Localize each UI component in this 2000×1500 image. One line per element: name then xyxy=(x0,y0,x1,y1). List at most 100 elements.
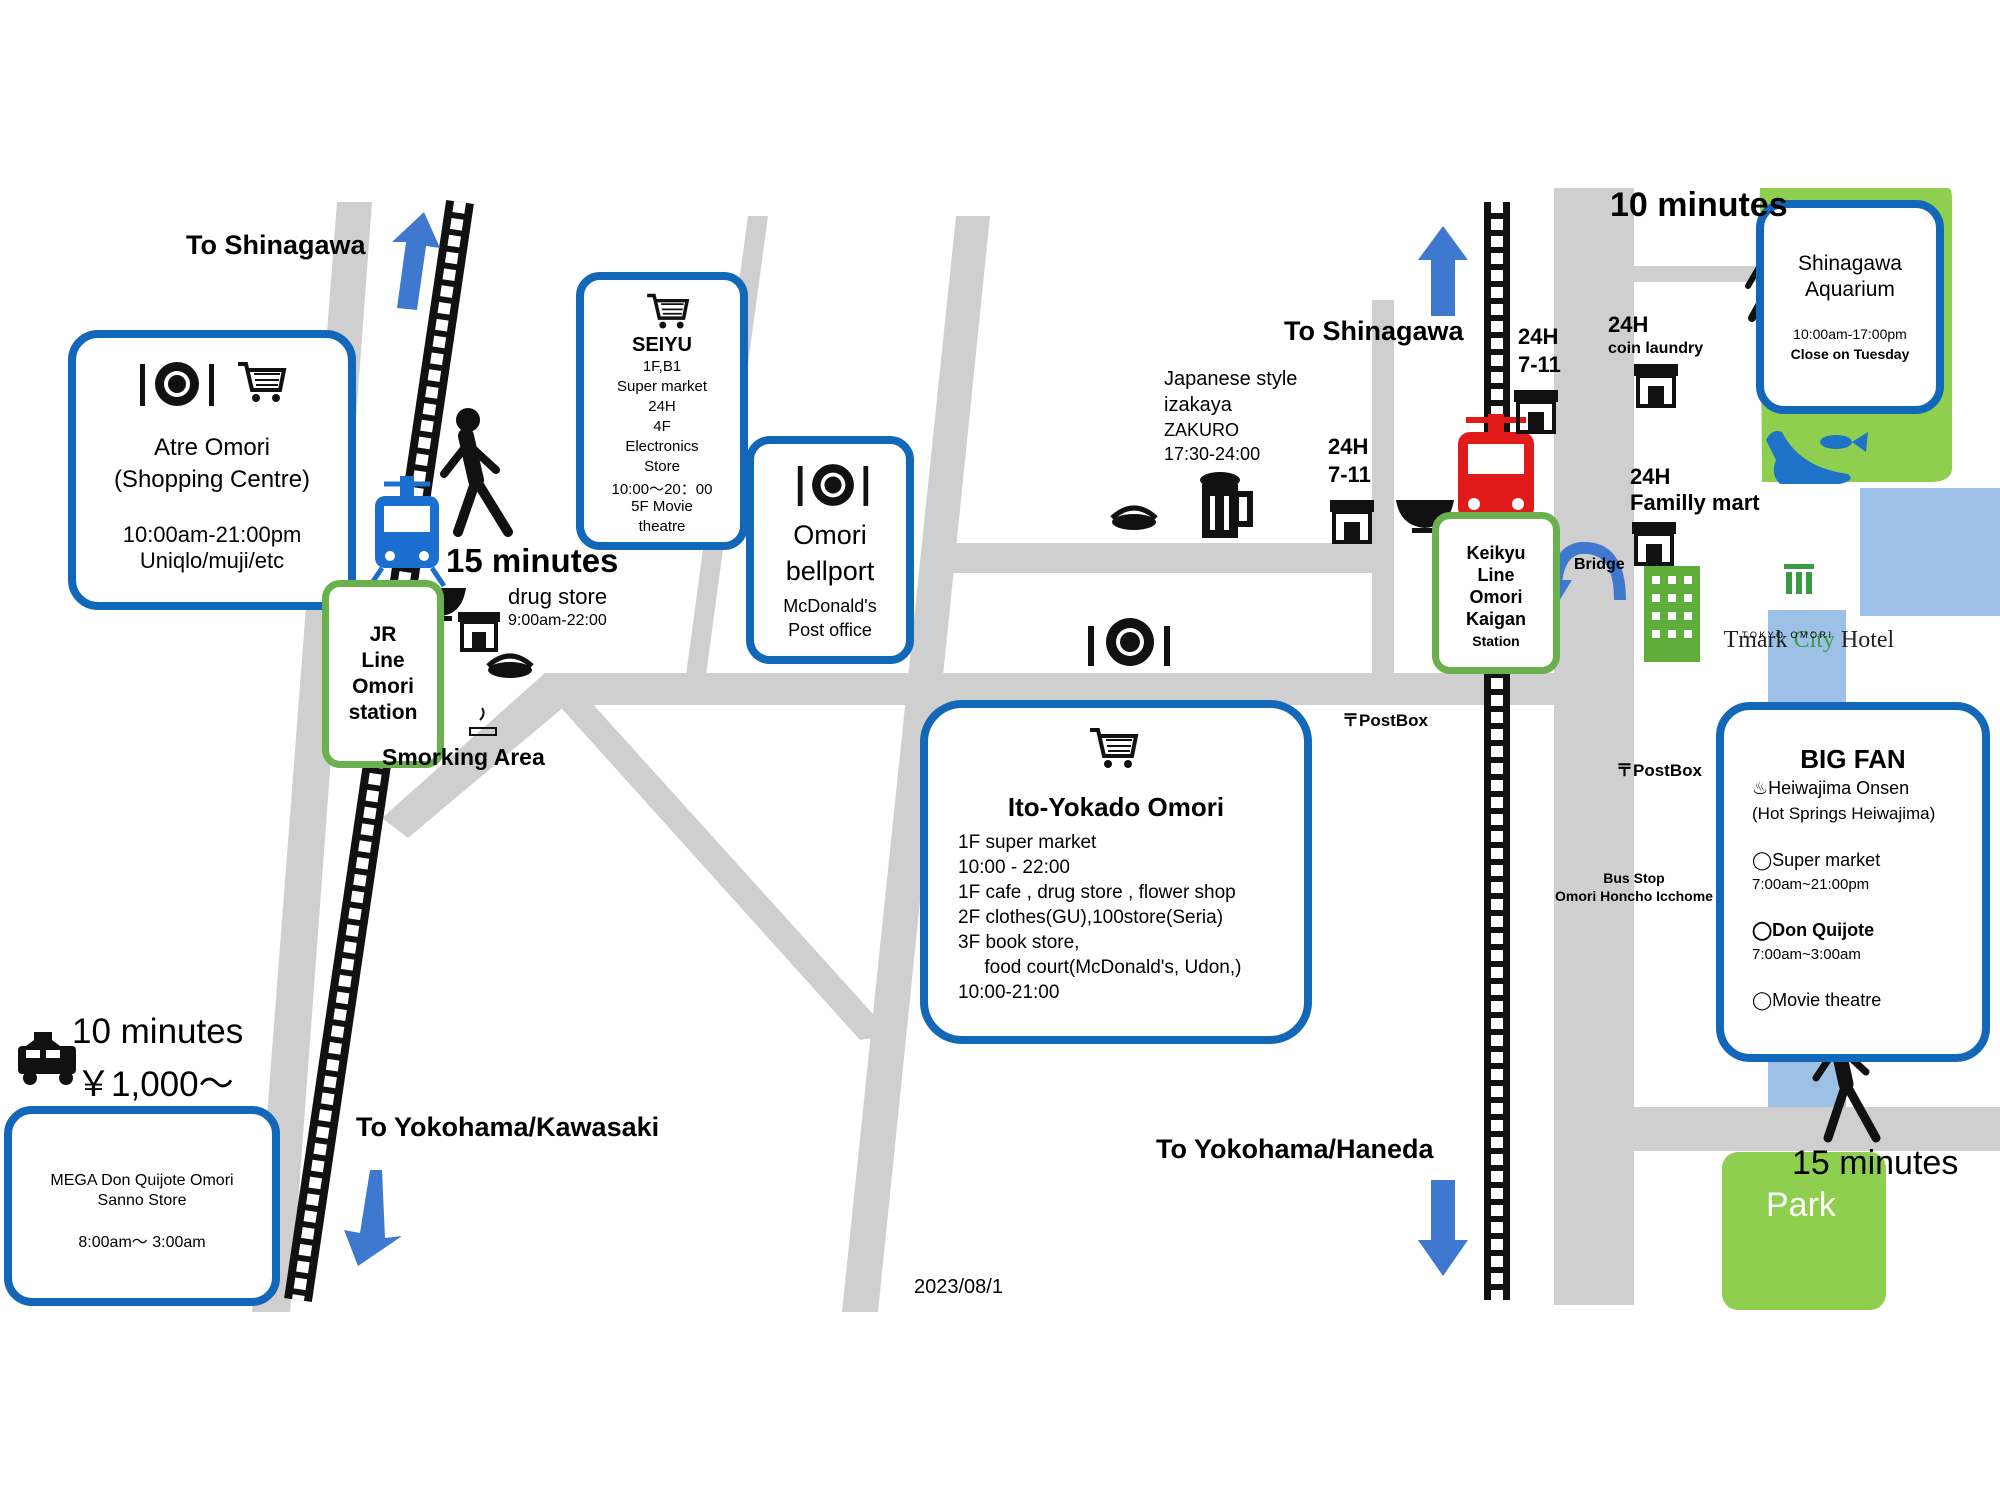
ito-yokado-line-7: 10:00-21:00 xyxy=(958,982,1060,1003)
seiyu-line-7: 10:00～20：00 xyxy=(611,481,713,498)
seiyu-line-5: Electronics xyxy=(625,438,699,455)
hotel-subtitle: T O K Y O O M O R I xyxy=(1742,630,1832,640)
road-izakaya-side xyxy=(1372,300,1394,680)
seiyu-line-8: 5F Movie xyxy=(631,498,693,515)
seven-eleven-1-name: 7-11 xyxy=(1328,462,1371,487)
arrow-down-jr-icon xyxy=(344,1170,402,1266)
ito-yokado-line-3: 1F cafe , drug store , flower shop xyxy=(958,882,1236,903)
sea-water xyxy=(1860,488,2000,616)
aquarium-closed: Close on Tuesday xyxy=(1790,346,1910,362)
smoking-area-label: Smorking Area xyxy=(382,744,545,770)
bus-stop-label: Bus Stop xyxy=(1603,870,1665,886)
shop-icon-seven-eleven-2 xyxy=(1514,390,1558,434)
postbox-1: 〒PostBox xyxy=(1342,711,1428,730)
shop-icon-seven-eleven-1 xyxy=(1330,500,1374,544)
road-main-street xyxy=(545,673,1575,705)
road-main-avenue xyxy=(842,216,990,1312)
walking-person-jr-icon xyxy=(440,408,513,537)
taxi-time: 10 minutes xyxy=(72,1012,244,1051)
park-walk-time: 15 minutes xyxy=(1792,1144,1959,1182)
big-fan-box: BIG FAN ♨Heiwajima Onsen (Hot Springs He… xyxy=(1716,702,1990,1062)
smoking-icon xyxy=(469,707,497,736)
arrow-up-keikyu-icon xyxy=(1418,226,1468,316)
ito-yokado-box: Ito-Yokado Omori 1F super market 10:00 -… xyxy=(920,700,1312,1044)
jr-station-line-3: Omori xyxy=(352,675,414,698)
road-diagonal-southeast xyxy=(545,690,892,1040)
ito-yokado-line-6: food court(McDonald's, Udon,) xyxy=(958,957,1242,978)
bellport-name-2: bellport xyxy=(785,556,875,586)
shop-icon-coin-laundry xyxy=(1634,364,1678,408)
big-fan-donki-label: ◯Don Quijote xyxy=(1752,920,1875,940)
hotel-name-2: City xyxy=(1793,627,1835,653)
mega-donki-hours: 8:00am～ 3:00am xyxy=(78,1234,206,1251)
hotel-name-3: Hotel xyxy=(1834,627,1895,653)
map-date: 2023/08/1 xyxy=(914,1276,1003,1298)
sushi-icon-izakaya xyxy=(1110,505,1158,530)
seal-icon xyxy=(1766,431,1851,484)
fish-icon xyxy=(1820,432,1868,452)
seven-eleven-2-hours: 24H xyxy=(1518,324,1559,349)
bellport-line-2: Post office xyxy=(788,620,872,640)
seiyu-name: SEIYU xyxy=(631,334,693,356)
jr-station-line-1: JR xyxy=(369,623,397,646)
keikyu-station-line-1: Keikyu xyxy=(1466,543,1526,563)
drug-store-hours: 9:00am-22:00 xyxy=(508,612,607,629)
seiyu-line-6: Store xyxy=(644,458,680,475)
ito-yokado-line-1: 1F super market xyxy=(958,832,1097,853)
aquarium-name-1: Shinagawa xyxy=(1798,252,1902,275)
atre-hours: 10:00am-21:00pm xyxy=(122,522,302,547)
jr-walk-time: 15 minutes xyxy=(446,542,619,579)
seven-eleven-1-hours: 24H xyxy=(1328,434,1369,459)
ito-yokado-line-2: 10:00 - 22:00 xyxy=(958,857,1070,878)
road-aquarium-spur xyxy=(1634,266,1758,282)
coin-laundry-name: coin laundry xyxy=(1608,340,1704,357)
ito-yokado-line-4: 2F clothes(GU),100store(Seria) xyxy=(958,907,1224,928)
seven-eleven-2-name: 7-11 xyxy=(1518,352,1561,377)
aquarium-hours: 10:00am-17:00pm xyxy=(1793,326,1907,342)
bus-stop-name: Omori Honcho Icchome xyxy=(1555,888,1713,904)
big-fan-onsen-2: (Hot Springs Heiwajima) xyxy=(1752,804,1936,823)
arrow-down-keikyu-icon xyxy=(1418,1180,1468,1276)
road-diagonal-southwest xyxy=(382,673,578,838)
coin-laundry-hours: 24H xyxy=(1608,312,1649,337)
seiyu-line-3: 24H xyxy=(648,398,676,415)
taxi-fare: ￥1,000～ xyxy=(76,1065,234,1104)
seiyu-line-1: 1F,B1 xyxy=(642,358,682,375)
shopping-cart-icon xyxy=(238,362,287,402)
park-area: Park xyxy=(1722,1152,1886,1310)
shinagawa-aquarium-box: Shinagawa Aquarium 10:00am-17:00pm Close… xyxy=(1756,200,1944,414)
restaurant-icon-main-street xyxy=(1088,618,1170,666)
jr-station-line-2: Line xyxy=(361,649,405,672)
hotel-logo-icon xyxy=(1784,564,1814,594)
jr-station-line-4: station xyxy=(348,701,418,724)
seiyu-line-4: 4F xyxy=(653,418,671,435)
big-fan-donki-hours: 7:00am~3:00am xyxy=(1752,946,1861,963)
park-label: Park xyxy=(1766,1186,1836,1224)
keikyu-station-line-5: Station xyxy=(1472,633,1520,649)
seiyu-line-9: theatre xyxy=(638,518,686,535)
big-fan-movie-label: ◯Movie theatre xyxy=(1752,990,1882,1010)
bellport-name-1: Omori xyxy=(793,520,867,550)
izakaya-line-4: 17:30-24:00 xyxy=(1164,444,1261,464)
beer-mug-icon xyxy=(1200,472,1253,538)
road-izakaya-street xyxy=(940,543,1380,573)
ito-yokado-line-5: 3F book store, xyxy=(958,932,1080,953)
mega-donki-line-2: Sanno Store xyxy=(97,1192,187,1209)
keikyu-south-direction: To Yokohama/Haneda xyxy=(1156,1134,1434,1164)
atre-omori-box: Atre Omori (Shopping Centre) 10:00am-21:… xyxy=(68,330,356,610)
ito-yokado-name: Ito-Yokado Omori xyxy=(1007,792,1225,822)
taxi-icon xyxy=(18,1032,76,1085)
mega-donki-box: MEGA Don Quijote Omori Sanno Store 8:00a… xyxy=(4,1106,280,1306)
road-park-spur xyxy=(1634,1107,2000,1151)
izakaya-line-1: Japanese style xyxy=(1164,368,1298,390)
mega-donki-line-1: MEGA Don Quijote Omori xyxy=(50,1172,234,1189)
postbox-2: 〒PostBox xyxy=(1616,761,1702,780)
jr-train-icon xyxy=(367,476,447,588)
keikyu-station-line-3: Omori xyxy=(1469,587,1523,607)
bellport-line-1: McDonald's xyxy=(783,596,877,616)
aquarium-name-2: Aquarium xyxy=(1805,278,1895,301)
keikyu-train-icon xyxy=(1455,414,1537,538)
aquarium-walk-time: 10 minutes xyxy=(1610,186,1788,224)
